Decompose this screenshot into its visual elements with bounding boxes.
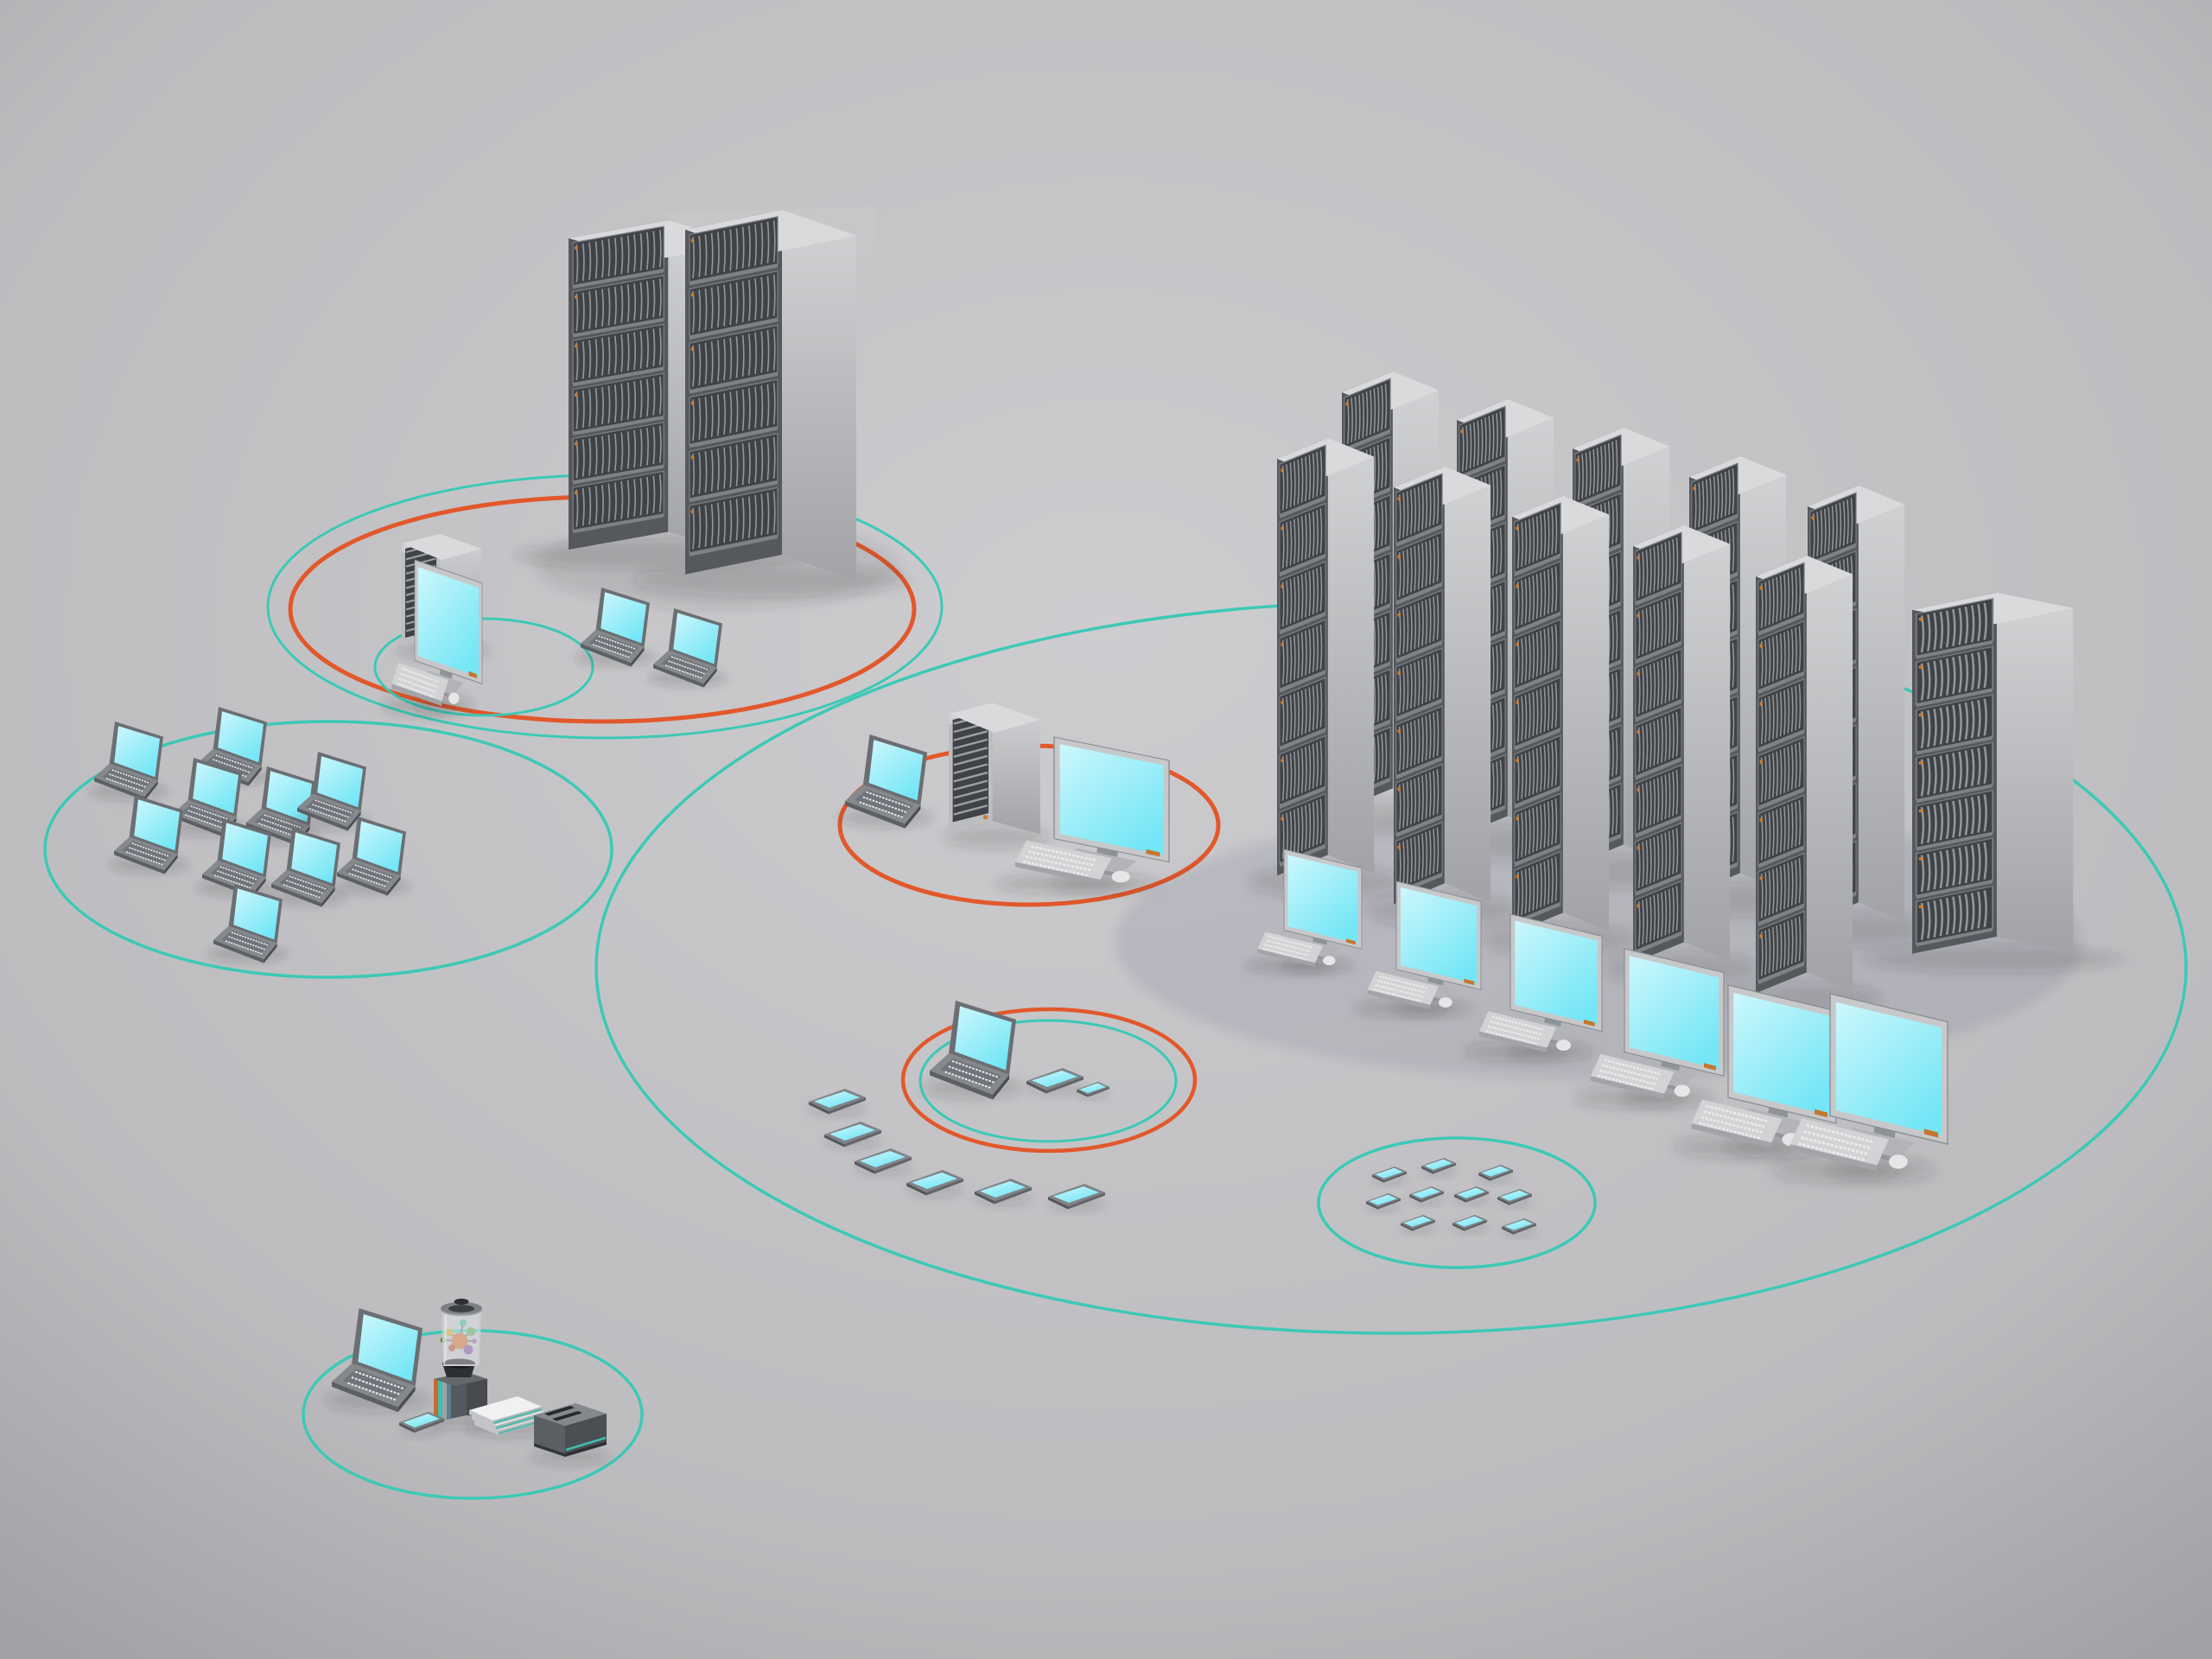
tablet [824,1122,881,1148]
laptop [196,818,277,898]
server-rack [1726,556,1883,1016]
desktop-workstation [380,559,483,715]
smartphone [1497,1189,1532,1206]
tablet [906,1170,963,1197]
laptop-cluster-ring [43,720,613,979]
desktop-workstation [995,736,1170,893]
smartphone [1409,1186,1444,1204]
laptop [108,795,189,874]
smartphone [399,1412,444,1434]
smart-toaster [531,1403,610,1465]
server-rack [1603,525,1760,986]
server-rack [1247,438,1404,899]
mobile-group-inner-ring [918,1019,1178,1143]
tablet [1048,1184,1105,1211]
laptop [324,1308,430,1413]
laptop [838,734,934,829]
smartphone-cluster-ring [1317,1136,1597,1269]
smartphone [1366,1193,1401,1211]
desktop-workstation [1463,913,1603,1061]
laptop [647,608,728,688]
smartphone [1454,1186,1489,1204]
tablet [975,1179,1032,1205]
laptop [207,884,289,963]
smartphone [1502,1218,1536,1236]
tower-server [943,702,1051,849]
desktop-workstation [1770,993,1948,1182]
smartphone [1452,1215,1487,1232]
smartphone [1478,1165,1513,1182]
office-workstation-ring [373,617,594,717]
server-rack [1863,593,2123,973]
book-stack [466,1396,548,1437]
laptop [88,721,169,801]
smartphone [1077,1082,1109,1098]
laptop [923,1001,1023,1100]
laptop [265,828,346,907]
desktop-workstation [1353,880,1482,1017]
tablet [855,1148,912,1175]
laptop [331,817,412,896]
laptop [575,588,656,667]
smartphone [1421,1158,1456,1175]
tablet [1027,1068,1084,1095]
tablet [809,1089,866,1116]
mobile-group-outer-ring [900,1007,1198,1154]
smartphone [1401,1215,1435,1232]
smartphone [1372,1166,1407,1184]
laptop [291,752,372,831]
smart-blender [425,1298,501,1428]
desktop-workstation [1244,849,1363,974]
desktop-workstation [1573,948,1725,1108]
server-rack [632,210,910,596]
